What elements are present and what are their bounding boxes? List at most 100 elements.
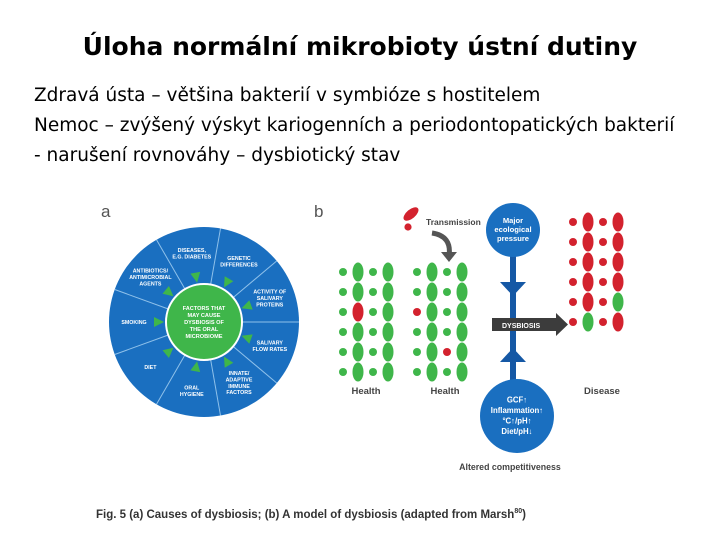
bacterium-rod [383,283,394,302]
transmitted-bacterium [401,205,421,223]
bacterium-rod [583,313,594,332]
label-line: GENETIC [227,256,251,262]
bacterium-coccus [339,328,347,336]
label-line: HYGIENE [180,392,204,398]
label-line: IMMUNE [228,384,250,390]
bacterium-rod [353,263,364,282]
bacterium-rod [457,343,468,362]
bacterium-rod [457,303,468,322]
transmission-arrow-head [441,252,457,262]
label-line: DIET [144,365,157,371]
label-line: °C↑/pH↑ [502,416,531,425]
bacterium-rod [457,283,468,302]
label-line: ADAPTIVE [226,377,253,383]
bacterium-rod [383,323,394,342]
bacterium-coccus [413,348,421,356]
pressure-arrow-down [500,282,526,296]
bacterium-coccus [369,288,377,296]
bacterium-rod [613,273,624,292]
bacterium-rod [383,343,394,362]
label-line: SMOKING [121,320,146,326]
bacterium-coccus [599,258,607,266]
label-line: DIFFERENCES [220,263,258,269]
bacterium-rod [583,293,594,312]
bacterium-rod [583,233,594,252]
bacterium-coccus [369,348,377,356]
bacterium-rod [613,233,624,252]
bacterium-rod [457,363,468,382]
altered-competitiveness-label: Altered competitiveness [459,462,561,472]
bacterium-rod [583,273,594,292]
bacterium-coccus [339,348,347,356]
bacterium-rod [613,253,624,272]
health-label-1: Health [351,386,380,397]
label-line: Inflammation↑ [491,406,543,415]
bacterial-colonies [339,213,624,382]
bacterium-coccus [569,318,577,326]
bacterium-coccus [443,328,451,336]
bacterium-coccus [413,368,421,376]
pressure-arrow-up [500,348,526,362]
transmission-group: Transmission [401,205,481,262]
label-line: DYSBIOSIS OF [184,320,224,326]
bacterium-coccus [413,308,421,316]
bacterium-coccus [443,288,451,296]
label-line: THE ORAL [190,327,219,333]
label-line: ANTIMICROBIAL [129,275,172,281]
label-line: FACTORS THAT [183,306,226,312]
label-line: PROTEINS [256,303,284,309]
label-line: FACTORS [226,390,252,396]
bacterium-coccus [569,298,577,306]
bacterium-rod [353,343,364,362]
bacterium-coccus [443,268,451,276]
label-line: GCF↑ [507,395,527,404]
bacterium-rod [457,323,468,342]
bacterium-coccus [339,268,347,276]
dysbiosis-arrow-head [556,313,568,336]
label-line: DISEASES, [178,248,207,254]
bacterium-rod [427,343,438,362]
transmitted-bacterium [404,223,411,230]
bacterium-coccus [413,268,421,276]
dysbiosis-label: DYSBIOSIS [502,323,540,330]
bacterium-coccus [569,218,577,226]
label-line: ACTIVITY OF [253,290,287,296]
bacterium-coccus [599,318,607,326]
label-line: FLOW RATES [252,347,287,353]
bacterium-coccus [569,278,577,286]
bacterium-rod [427,323,438,342]
bacterium-coccus [369,308,377,316]
label-line: Major [503,216,523,225]
label-line: ANTIBIOTICS/ [133,269,169,275]
bacterium-rod [613,213,624,232]
bacterium-coccus [569,258,577,266]
wheel-segment-label: DIET [144,365,157,371]
wheel-segment-label: ACTIVITY OFSALIVARYPROTEINS [253,290,287,309]
bacterium-coccus [599,278,607,286]
bacterium-rod [583,213,594,232]
caption-text: Fig. 5 (a) Causes of dysbiosis; (b) A mo… [96,509,514,521]
bacterium-coccus [369,268,377,276]
bacterium-coccus [599,298,607,306]
bacterium-rod [457,263,468,282]
label-line: INNATE/ [229,371,250,377]
bacterium-coccus [443,368,451,376]
label-line: SALIVARY [257,296,284,302]
label-line: ecological [494,225,531,234]
bacterium-coccus [339,288,347,296]
bacterium-coccus [339,368,347,376]
figure-caption: Fig. 5 (a) Causes of dysbiosis; (b) A mo… [96,508,526,521]
transmission-label: Transmission [426,217,481,227]
bacterium-coccus [413,288,421,296]
wheel-segment-label: DISEASES,E.G. DIABETES [172,248,211,260]
bacterium-rod [353,323,364,342]
label-line: MICROBIOME [186,334,223,340]
label-line: SALIVARY [257,341,284,347]
bacterium-coccus [339,308,347,316]
